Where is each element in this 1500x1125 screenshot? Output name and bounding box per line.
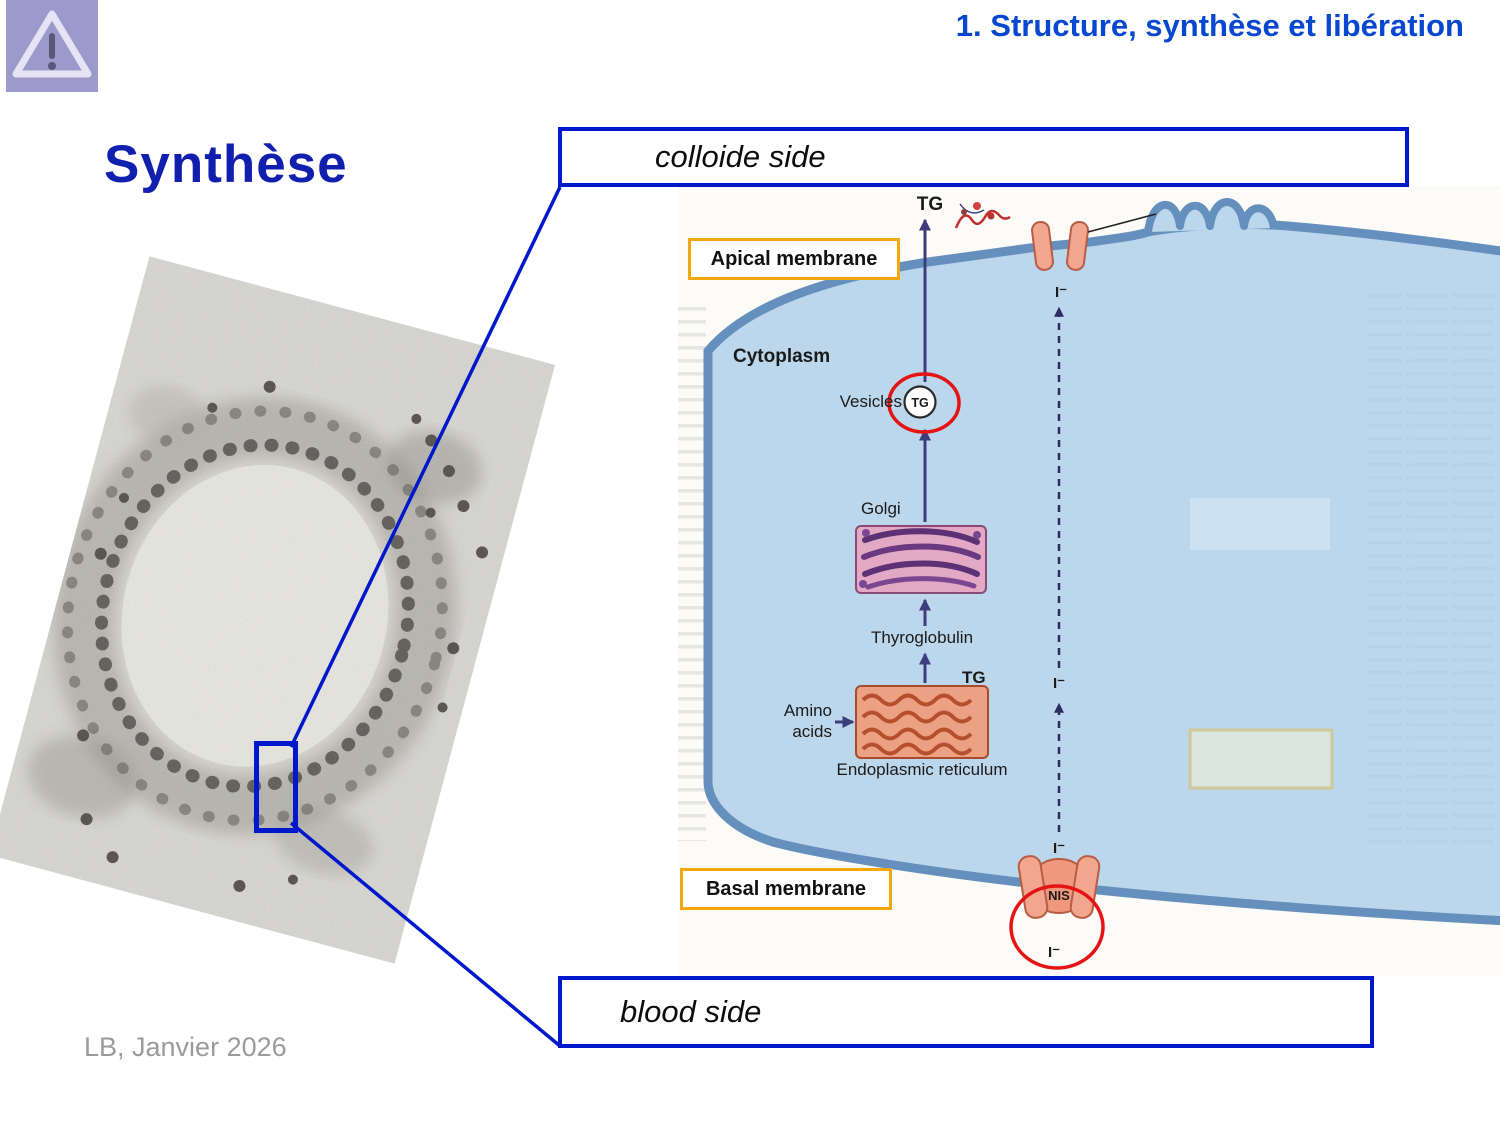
nis-label: NIS [1048, 888, 1070, 903]
histology-micrograph [0, 256, 556, 964]
tg-vesicle [903, 385, 937, 419]
nis-highlight-circle [1009, 884, 1105, 970]
slide-footer: LB, Janvier 2026 [84, 1032, 287, 1062]
tg-er-label: TG [962, 668, 986, 687]
er-label: Endoplasmic reticulum [836, 760, 1007, 779]
vesicle-highlight-circle [887, 372, 961, 434]
scan-text-bleed-right [1366, 286, 1496, 846]
apical-iodide-channel [1031, 220, 1089, 271]
colloide-side-text: colloide side [655, 139, 826, 174]
golgi-label: Golgi [861, 499, 901, 518]
vesicle-tg-label: TG [911, 396, 928, 410]
colloide-side-callout: colloide side [558, 127, 1409, 187]
cytoplasm-label: Cytoplasm [733, 346, 830, 367]
warning-icon [6, 0, 98, 92]
scan-faint-yellow-box [1188, 728, 1334, 790]
amino-acids-label-line2: acids [792, 722, 832, 741]
blood-side-callout: blood side [558, 976, 1374, 1048]
apical-membrane-label: Apical membrane [688, 238, 900, 280]
microvilli [1144, 198, 1278, 233]
thyroglobulin-label: Thyroglobulin [871, 628, 973, 647]
tg-secretion-arrows [835, 218, 931, 728]
endoplasmic-reticulum-organelle [855, 685, 989, 759]
vesicles-label: Vesicles [840, 392, 902, 411]
basal-membrane-text: Basal membrane [705, 877, 867, 900]
amino-acids-label-line1: Amino [784, 701, 832, 720]
iodide-blood-label: I⁻ [1048, 944, 1060, 961]
basal-membrane-label: Basal membrane [680, 868, 892, 910]
apical-membrane-text: Apical membrane [710, 247, 878, 270]
iodide-mid-label: I⁻ [1053, 675, 1065, 692]
tg-molecule-icon [954, 202, 1011, 229]
cell-diagram: TG I⁻ Cytoplasm Vesicles TG Golgi Thyrog… [678, 186, 1500, 976]
golgi-organelle [855, 525, 987, 594]
channel-pointer-line [1087, 213, 1157, 233]
blood-side-text: blood side [620, 994, 762, 1029]
section-header: 1. Structure, synthèse et libération [955, 8, 1464, 43]
slide-title: Synthèse [104, 135, 348, 194]
warning-triangle-icon [12, 10, 92, 78]
zoom-region-rectangle [254, 741, 298, 833]
scan-faint-blue-box [1190, 498, 1330, 550]
iodide-low-label: I⁻ [1053, 840, 1065, 857]
tg-secreted-label: TG [917, 194, 943, 215]
iodide-apical-label: I⁻ [1055, 284, 1067, 301]
scan-text-bleed-left [678, 301, 706, 841]
